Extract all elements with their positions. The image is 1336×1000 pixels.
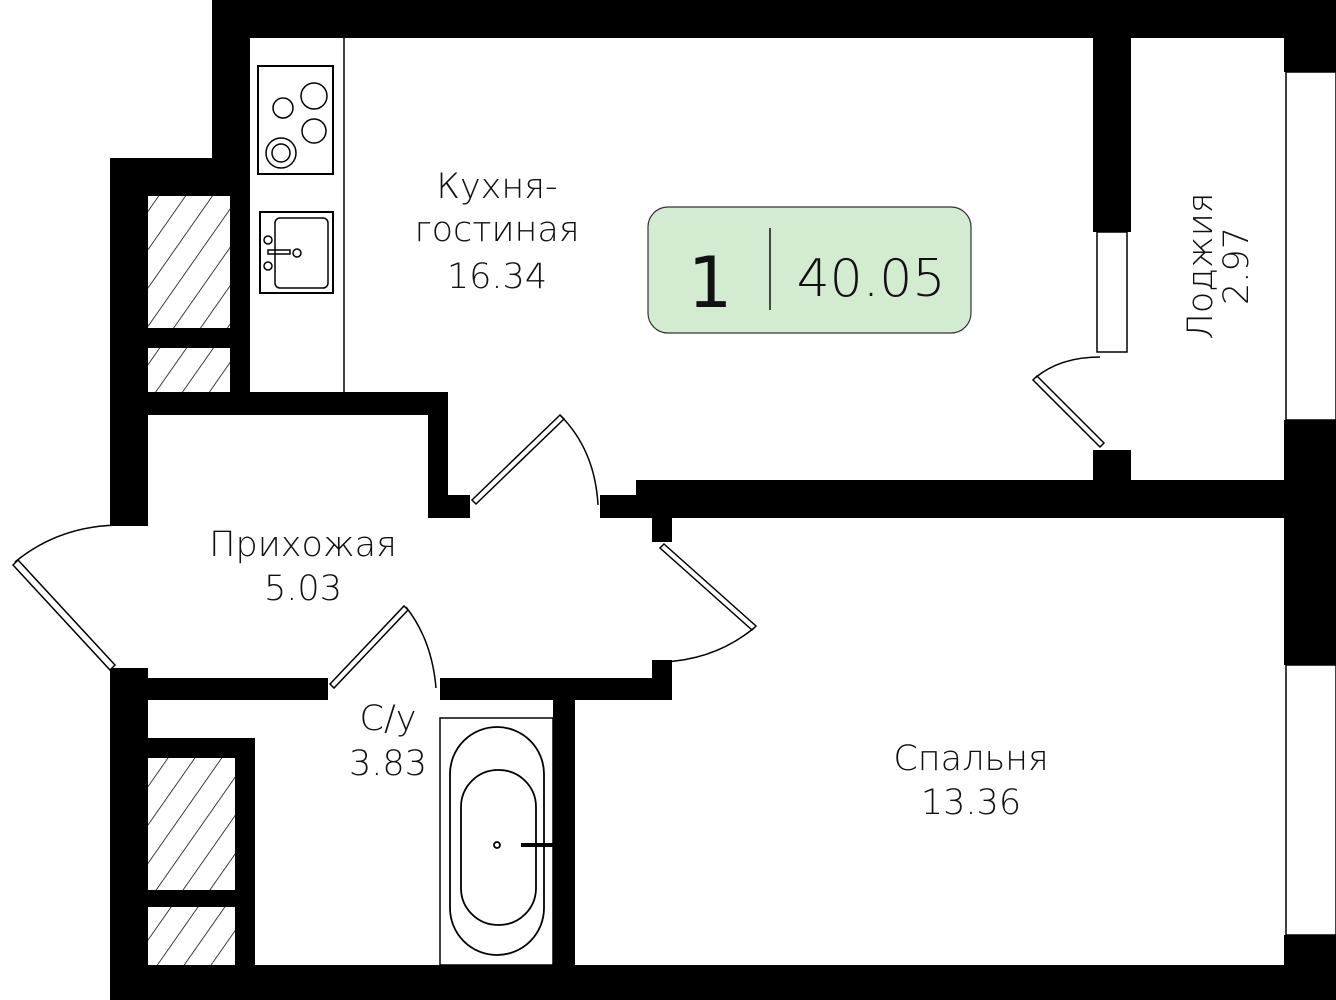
kitchen-counter: [257, 38, 345, 392]
bedroom-name: Спальня: [893, 739, 1048, 779]
stove-icon: [257, 65, 334, 175]
hall-area: 5.03: [264, 569, 342, 609]
loggia-area: 2.97: [1217, 227, 1257, 305]
doors: [11, 356, 1106, 690]
loggia-name: Лоджия: [1181, 193, 1221, 340]
total-area: 40.05: [797, 249, 946, 309]
ventilation-shafts: [148, 196, 235, 965]
hall-name: Прихожая: [209, 525, 397, 565]
apartment-summary-badge: 1 40.05: [647, 206, 972, 334]
room-kitchen: Кухня- гостиная 16.34: [414, 167, 579, 297]
door-bathroom: [328, 604, 437, 690]
room-bedroom: Спальня 13.36: [893, 739, 1048, 823]
sink-icon: [259, 211, 334, 294]
room-bathroom: С/у 3.83: [349, 699, 427, 784]
door-kitchen: [470, 413, 599, 506]
door-entrance: [11, 524, 123, 672]
room-hall: Прихожая 5.03: [209, 525, 397, 609]
door-bedroom: [658, 542, 758, 663]
rooms-count: 1: [688, 242, 733, 324]
bathroom-area: 3.83: [349, 744, 427, 784]
windows: [1096, 71, 1336, 936]
kitchen-name-1: Кухня-: [436, 167, 557, 207]
room-loggia: Лоджия 2.97: [1181, 193, 1257, 340]
bathtub-icon: [439, 717, 554, 966]
bedroom-area: 13.36: [921, 783, 1021, 823]
walls: [110, 0, 1336, 1000]
kitchen-name-2: гостиная: [414, 210, 579, 250]
kitchen-area: 16.34: [447, 257, 547, 297]
bathroom-name: С/у: [360, 699, 417, 739]
door-loggia: [1031, 356, 1106, 449]
